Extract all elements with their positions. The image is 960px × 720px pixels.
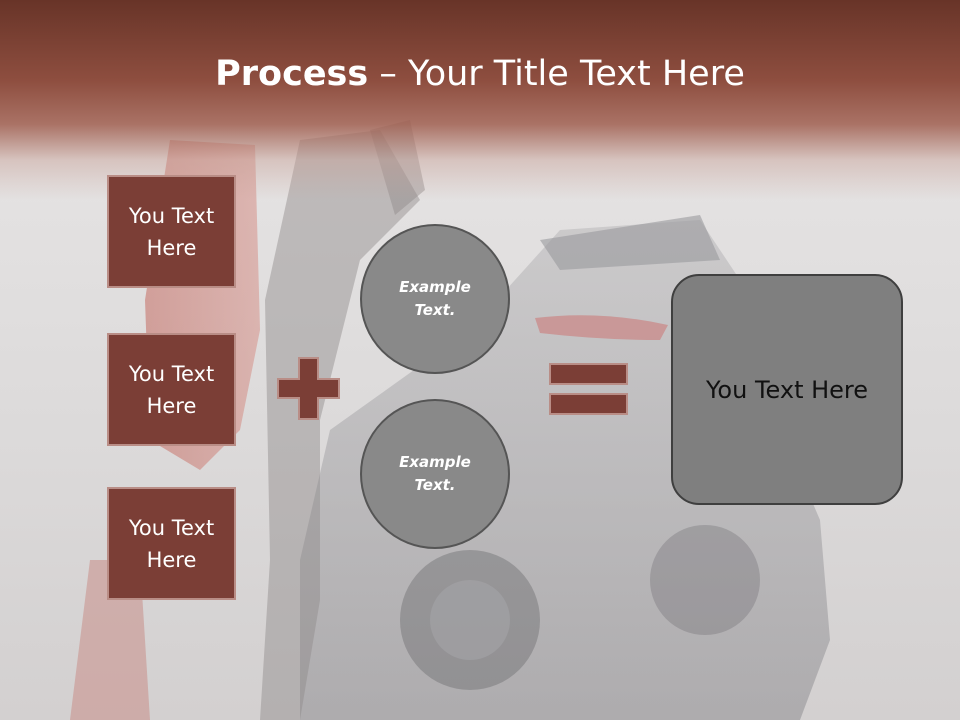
title-rest: – Your Title Text Here [368,54,745,94]
text-box-3[interactable]: You Text Here [107,487,236,600]
text-box-1-label: You Text Here [128,203,215,260]
text-box-2[interactable]: You Text Here [107,333,236,446]
example-circle-2[interactable]: Example Text. [360,399,510,549]
text-box-3-label: You Text Here [128,515,215,572]
text-box-2-label: You Text Here [128,361,215,418]
result-box[interactable]: You Text Here [671,274,903,505]
equals-icon[interactable] [549,363,628,415]
text-box-1[interactable]: You Text Here [107,175,236,288]
example-circle-2-label: Example Text. [399,453,471,494]
title-bold: Process [215,54,369,94]
result-box-label: You Text Here [705,375,869,404]
plus-icon[interactable] [277,357,340,420]
header-band [0,0,960,200]
example-circle-1-label: Example Text. [399,278,471,319]
slide-title[interactable]: Process – Your Title Text Here [0,52,960,96]
example-circle-1[interactable]: Example Text. [360,224,510,374]
